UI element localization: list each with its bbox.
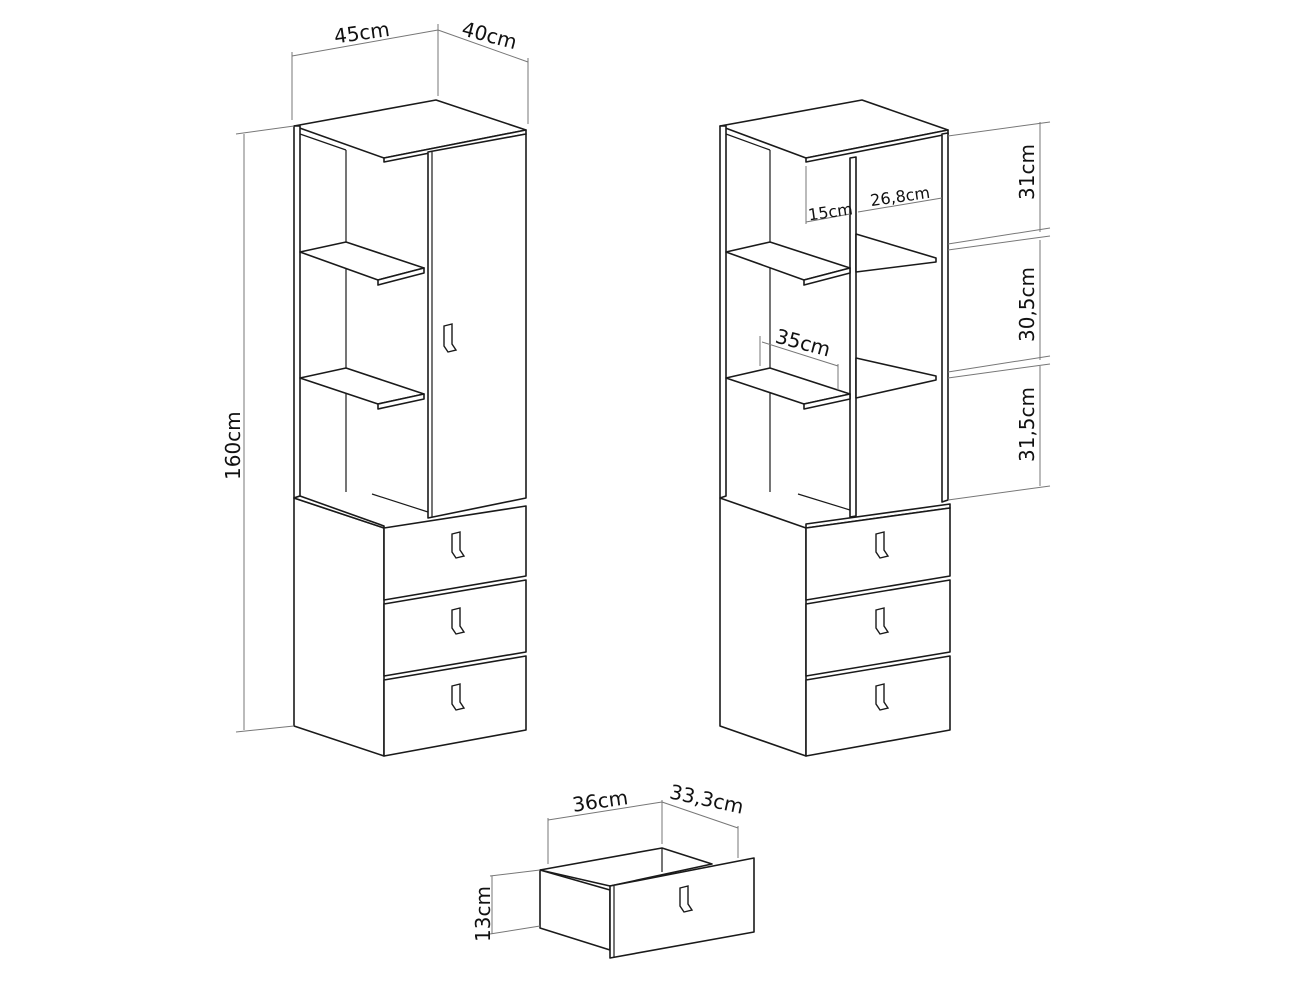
drawer-handle-icon [451,607,466,635]
drawer-height-label: 13cm [471,886,495,942]
drawer-depth-label: 33,3cm [668,780,746,819]
drawer-handle-icon [679,885,694,913]
top-section-height-label: 31cm [1015,144,1039,200]
drawer-handle-icon [875,531,890,559]
dimension-lines-internal: 15cm 26,8cm 35cm 31cm 30,5cm 31,5cm [759,121,1051,501]
drawer-width-label: 36cm [571,785,630,817]
drawer-handle-icon [451,531,466,559]
height-label: 160cm [221,411,245,480]
dimension-lines-drawer: 36cm 33,3cm 13cm [471,780,746,942]
left-compartment-width-label: 15cm [807,199,854,224]
door-handle-icon [443,323,458,353]
right-compartment-width-label: 26,8cm [869,183,931,210]
drawer-handle-icon [875,683,890,711]
cabinet-internal-view [719,99,951,757]
width-label: 45cm [332,17,391,49]
drawer-view [539,847,755,959]
drawer-handle-icon [875,607,890,635]
dimension-lines-front: 45cm 40cm 160cm [221,16,529,733]
middle-section-height-label: 30,5cm [1015,267,1039,342]
cabinet-front-view [293,99,527,757]
shelf-depth-label: 35cm [773,324,833,362]
drawer-handle-icon [451,683,466,711]
bottom-section-height-label: 31,5cm [1015,387,1039,462]
